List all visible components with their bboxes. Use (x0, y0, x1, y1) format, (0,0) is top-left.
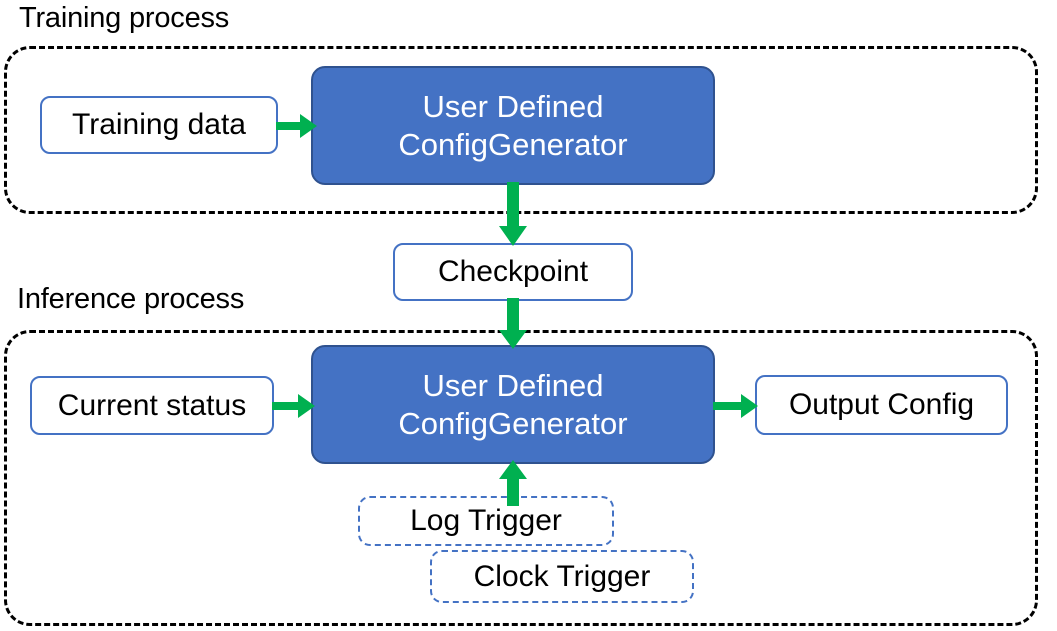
training-process-container (4, 46, 1038, 214)
arrow-up-icon-triggers-to-generator (498, 460, 528, 506)
output-config-box[interactable]: Output Config (755, 375, 1008, 435)
arrow-down-icon-checkpoint-to-generator (498, 298, 528, 350)
training-process-title: Training process (19, 2, 230, 34)
inference-config-generator-box[interactable]: User Defined ConfigGenerator (311, 345, 715, 464)
arrow-down-icon-generator-to-checkpoint (498, 182, 528, 247)
inference-generator-line1: User Defined (422, 367, 604, 403)
current-status-box[interactable]: Current status (30, 376, 274, 435)
training-generator-line2: ConfigGenerator (398, 126, 628, 162)
log-trigger-box[interactable]: Log Trigger (358, 496, 614, 546)
training-config-generator-box[interactable]: User Defined ConfigGenerator (311, 66, 715, 185)
training-data-box[interactable]: Training data (40, 96, 278, 154)
arrow-right-icon-generator-to-output-config (713, 391, 759, 421)
inference-generator-line2: ConfigGenerator (398, 405, 628, 441)
arrow-right-icon-current-status-to-generator (272, 391, 316, 421)
inference-process-title: Inference process (17, 283, 245, 315)
training-generator-line1: User Defined (422, 88, 604, 124)
clock-trigger-box[interactable]: Clock Trigger (430, 550, 694, 603)
arrow-right-icon-training-data-to-generator (276, 111, 318, 141)
checkpoint-box[interactable]: Checkpoint (393, 243, 633, 301)
